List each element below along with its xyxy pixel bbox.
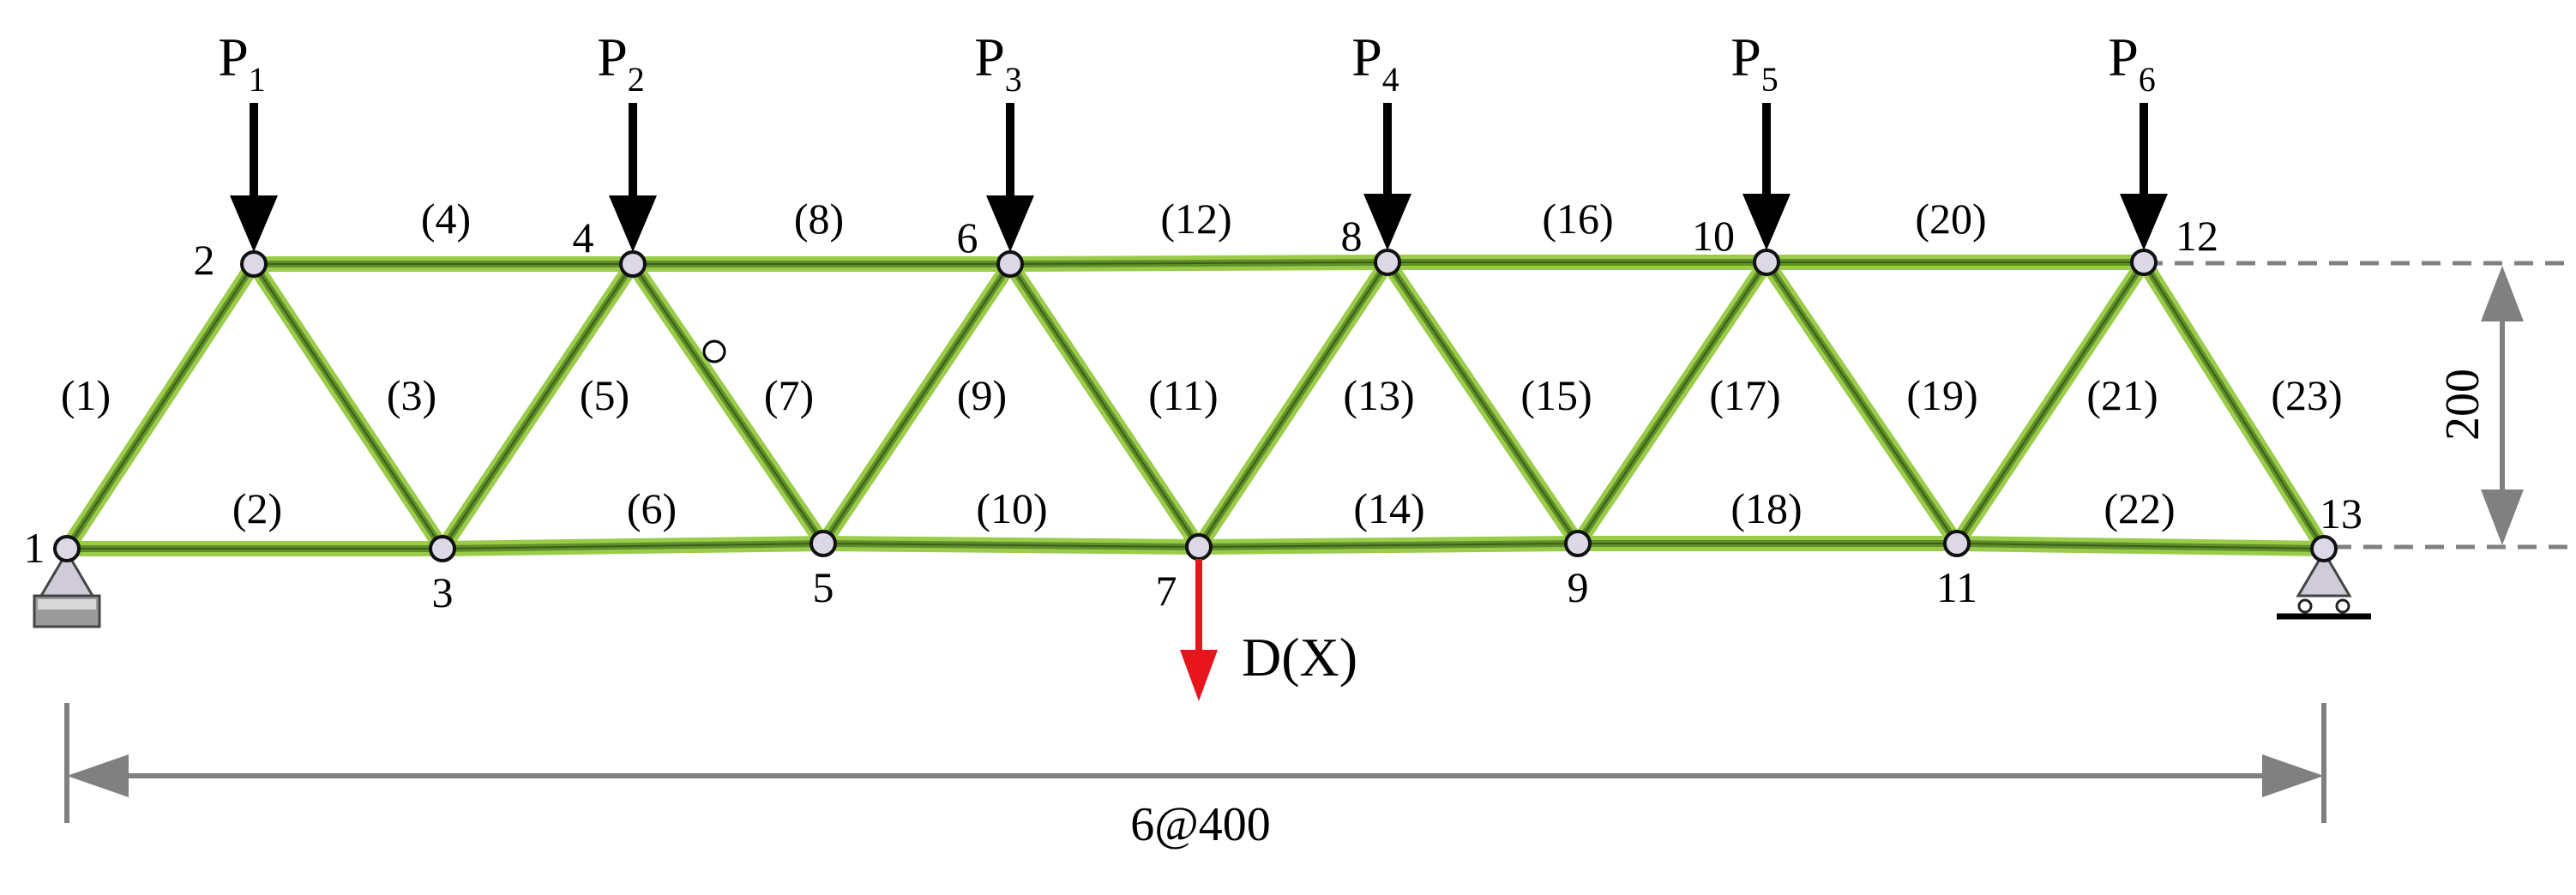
node-label-7: 7 bbox=[1156, 567, 1177, 615]
member-label-19: (19) bbox=[1906, 371, 1977, 419]
member-label-1: (1) bbox=[61, 371, 111, 419]
node-12 bbox=[2130, 249, 2158, 276]
member-label-7: (7) bbox=[764, 371, 814, 419]
pin-support-node-1 bbox=[33, 550, 101, 628]
member-6 bbox=[435, 536, 831, 556]
node-label-4: 4 bbox=[573, 213, 594, 261]
member-label-16: (16) bbox=[1542, 195, 1613, 243]
member-22 bbox=[1949, 536, 2332, 556]
node-label-9: 9 bbox=[1568, 563, 1589, 611]
member-5 bbox=[435, 256, 641, 556]
load-label-5: P5 bbox=[1730, 27, 1779, 99]
member-14 bbox=[1191, 536, 1586, 555]
node-label-2: 2 bbox=[194, 236, 215, 284]
span-label: 6@400 bbox=[1130, 798, 1271, 851]
node-label-1: 1 bbox=[24, 524, 45, 572]
member-label-20: (20) bbox=[1915, 195, 1986, 243]
node-1 bbox=[53, 535, 81, 562]
nodes-group bbox=[53, 249, 2338, 562]
member-label-4: (4) bbox=[421, 195, 471, 243]
member-11 bbox=[1002, 256, 1207, 555]
node-9 bbox=[1564, 530, 1592, 557]
node-6 bbox=[996, 250, 1024, 278]
height-label: 200 bbox=[2436, 369, 2489, 441]
load-label-1: P1 bbox=[218, 27, 266, 99]
height-arrow-bottom bbox=[2481, 490, 2524, 545]
stray-circle-mark bbox=[702, 339, 726, 363]
load-label-6: P6 bbox=[2108, 27, 2156, 99]
displacement-label: D(X) bbox=[1242, 627, 1357, 688]
load-arrow-2: P2 bbox=[597, 27, 657, 252]
supports-group bbox=[33, 550, 2371, 628]
member-label-8: (8) bbox=[794, 195, 844, 243]
members-group bbox=[59, 255, 2332, 556]
member-23 bbox=[2136, 255, 2332, 556]
load-arrow-4: P4 bbox=[1351, 27, 1411, 250]
member-label-18: (18) bbox=[1730, 484, 1802, 532]
member-1 bbox=[59, 256, 262, 556]
height-dimension: 200 bbox=[2144, 261, 2573, 550]
node-label-5: 5 bbox=[813, 563, 834, 611]
node-label-3: 3 bbox=[432, 568, 454, 616]
node-3 bbox=[429, 535, 456, 562]
span-dimension: 6@400 bbox=[64, 703, 2326, 851]
member-12 bbox=[1002, 255, 1395, 272]
roller-support-node-13 bbox=[2277, 550, 2371, 620]
node-label-11: 11 bbox=[1936, 563, 1977, 611]
member-label-22: (22) bbox=[2104, 484, 2175, 532]
node-label-12: 12 bbox=[2176, 212, 2218, 260]
member-label-13: (13) bbox=[1343, 371, 1414, 419]
node-label-8: 8 bbox=[1341, 212, 1363, 260]
member-labels-group: (1) (2) (3) (4) (5) (6) (7) (8) (9) (10) (11) (12) (… bbox=[61, 195, 2343, 532]
member-label-3: (3) bbox=[387, 371, 436, 419]
load-arrow-5: P5 bbox=[1730, 27, 1791, 250]
member-17 bbox=[1570, 255, 1774, 551]
member-10 bbox=[816, 536, 1207, 555]
member-label-15: (15) bbox=[1520, 371, 1592, 419]
member-label-11: (11) bbox=[1148, 371, 1218, 419]
load-label-2: P2 bbox=[597, 27, 645, 99]
height-arrow-top bbox=[2481, 266, 2524, 321]
load-arrow-1: P1 bbox=[218, 27, 278, 252]
member-label-23: (23) bbox=[2271, 371, 2342, 419]
member-19 bbox=[1759, 255, 1965, 551]
member-13 bbox=[1191, 255, 1395, 555]
member-label-5: (5) bbox=[580, 371, 629, 419]
member-label-21: (21) bbox=[2086, 371, 2158, 419]
load-label-4: P4 bbox=[1351, 27, 1399, 99]
member-3 bbox=[246, 256, 450, 556]
node-label-13: 13 bbox=[2320, 490, 2362, 538]
load-label-3: P3 bbox=[974, 27, 1022, 99]
load-arrow-3: P3 bbox=[974, 27, 1034, 252]
node-13 bbox=[2310, 535, 2338, 562]
member-label-17: (17) bbox=[1709, 371, 1780, 419]
node-8 bbox=[1374, 249, 1401, 276]
node-7 bbox=[1185, 533, 1213, 561]
member-label-9: (9) bbox=[957, 371, 1007, 419]
node-5 bbox=[810, 530, 837, 557]
member-label-6: (6) bbox=[627, 484, 677, 532]
displacement-arrow: D(X) bbox=[1180, 559, 1357, 701]
member-label-12: (12) bbox=[1160, 195, 1231, 243]
member-9 bbox=[816, 256, 1018, 551]
node-2 bbox=[240, 250, 268, 278]
node-10 bbox=[1753, 249, 1780, 276]
member-label-14: (14) bbox=[1353, 484, 1424, 532]
node-label-6: 6 bbox=[957, 213, 978, 261]
node-4 bbox=[619, 250, 647, 278]
span-arrow-right bbox=[2262, 754, 2324, 797]
node-11 bbox=[1943, 530, 1971, 557]
member-15 bbox=[1380, 255, 1586, 551]
member-21 bbox=[1949, 255, 2152, 551]
member-label-2: (2) bbox=[232, 484, 282, 532]
member-label-10: (10) bbox=[976, 484, 1047, 532]
load-arrow-6: P6 bbox=[2108, 27, 2168, 250]
node-label-10: 10 bbox=[1692, 212, 1735, 260]
member-7 bbox=[625, 256, 831, 551]
loads-group: P1 P2 P3 P4 P5 P6 bbox=[218, 27, 2168, 252]
span-arrow-left bbox=[67, 754, 129, 797]
